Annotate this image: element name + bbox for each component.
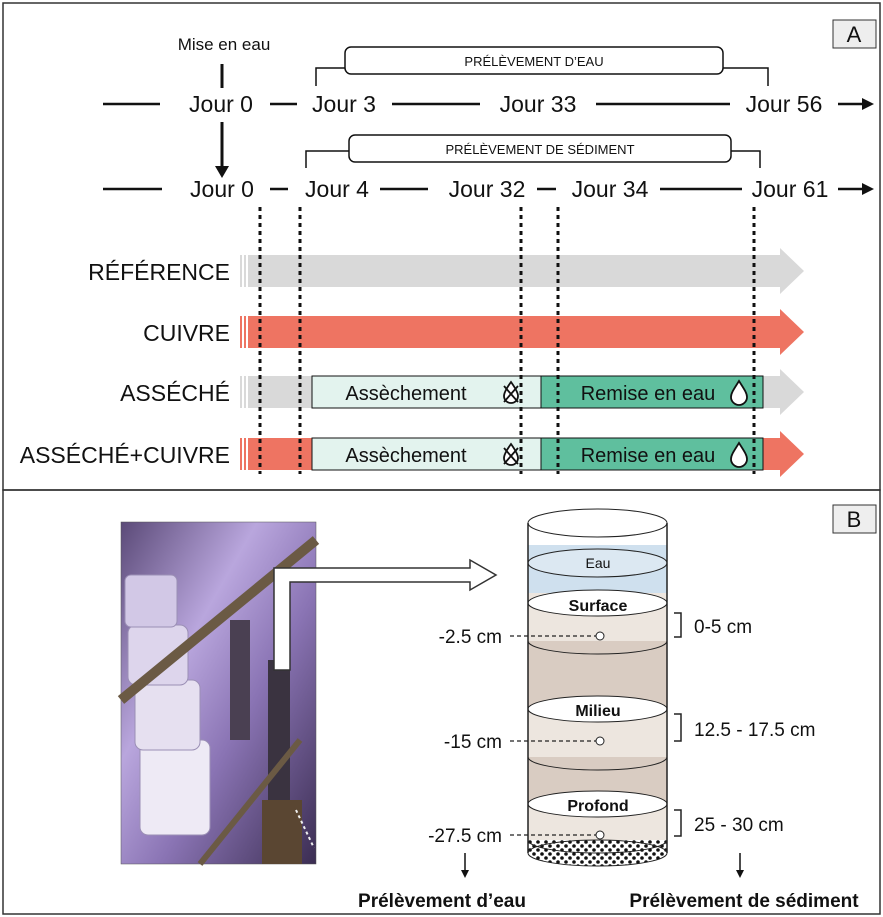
sediment-day-34: Jour 34 — [572, 176, 649, 202]
copper-arrow — [248, 309, 804, 355]
layer-water-label: Eau — [586, 555, 611, 571]
treatment-copper-label: CUIVRE — [143, 320, 230, 346]
sediment-day-32: Jour 32 — [449, 176, 526, 202]
panel-b-tag: B — [847, 507, 862, 532]
layer-milieu-label: Milieu — [575, 703, 620, 720]
panel-a-frame — [3, 3, 880, 490]
rewet-copper-phase-label: Remise en eau — [581, 445, 716, 467]
depth-label-profond: -27.5 cm — [428, 826, 502, 847]
water-sampling-label: PRÉLÈVEMENT D’EAU — [464, 54, 603, 69]
treatment-dried-copper-row — [240, 431, 804, 477]
treatment-dried-copper-label: ASSÉCHÉ+CUIVRE — [20, 442, 230, 468]
panel-a-tag: A — [847, 22, 862, 47]
dried-copper-phase-label: Assèchement — [345, 445, 467, 467]
sediment-day-4: Jour 4 — [305, 176, 369, 202]
layer-surface-label: Surface — [569, 598, 628, 615]
range-brackets — [674, 613, 681, 836]
depth-label-surface: -2.5 cm — [439, 627, 502, 648]
treatment-reference-label: RÉFÉRENCE — [88, 259, 230, 285]
water-day-3: Jour 3 — [312, 91, 376, 117]
range-label-surface: 0-5 cm — [694, 617, 752, 638]
mise-en-eau-label: Mise en eau — [178, 35, 271, 54]
water-line-arrowhead — [862, 98, 874, 110]
water-sampling-down-arrowhead — [461, 870, 469, 878]
dried-phase-label: Assèchement — [345, 383, 467, 405]
reference-arrow — [248, 248, 804, 294]
rewet-phase-label: Remise en eau — [581, 383, 716, 405]
sediment-sampling-label: PRÉLÈVEMENT DE SÉDIMENT — [445, 142, 634, 157]
water-day-56: Jour 56 — [746, 91, 823, 117]
depth-label-milieu: -15 cm — [444, 732, 502, 753]
treatment-copper-row — [240, 309, 804, 355]
sediment-day-61: Jour 61 — [752, 176, 829, 202]
sediment-sampling-caption: Prélèvement de sédiment — [629, 891, 859, 912]
sediment-day-0: Jour 0 — [190, 176, 254, 202]
sediment-sampling-down-arrowhead — [736, 870, 744, 878]
water-day-0: Jour 0 — [189, 91, 253, 117]
layer-profond-label: Profond — [567, 798, 628, 815]
water-day-33: Jour 33 — [500, 91, 577, 117]
water-sampling-caption: Prélèvement d’eau — [358, 891, 526, 912]
range-label-profond: 25 - 30 cm — [694, 815, 784, 836]
sediment-line-arrowhead — [862, 183, 874, 195]
treatment-dried-label: ASSÉCHÉ — [120, 380, 230, 406]
range-label-milieu: 12.5 - 17.5 cm — [694, 720, 815, 741]
